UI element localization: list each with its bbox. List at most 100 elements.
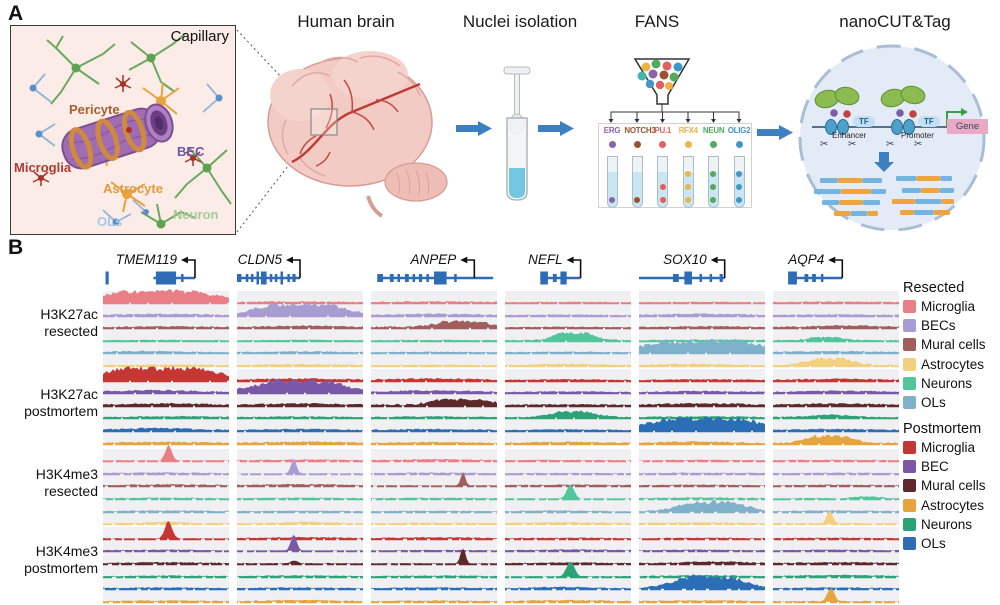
coverage-track	[103, 326, 229, 330]
coverage-track	[773, 549, 899, 553]
track-panel	[505, 291, 631, 368]
tube-label: NEUN	[702, 126, 725, 135]
coverage-track	[505, 459, 631, 463]
coverage-track	[505, 586, 631, 591]
coverage-track	[505, 351, 631, 355]
track-panel	[237, 291, 363, 368]
swatch-resected-neurons	[903, 376, 916, 390]
coverage-track	[237, 574, 363, 578]
coverage-track	[237, 363, 363, 368]
coverage-track	[371, 320, 497, 330]
tube-label: OLIG2	[727, 126, 751, 135]
coverage-track	[773, 377, 899, 382]
gene-model-tmem119: TMEM119	[105, 252, 196, 285]
track-panel	[103, 521, 229, 604]
brain-inset-square	[310, 108, 338, 136]
gene-box-label: Gene	[947, 119, 988, 134]
coverage-track	[773, 428, 899, 433]
flow-arrow-1	[456, 121, 492, 136]
coverage-track	[773, 537, 899, 541]
tube-body	[708, 156, 720, 208]
microglia-label: Microglia	[14, 160, 72, 175]
coverage-track	[371, 390, 497, 395]
track-panel	[237, 449, 363, 526]
coverage-track	[103, 389, 229, 395]
legend-item: Astrocytes	[903, 357, 1000, 372]
coverage-track	[237, 560, 363, 566]
coverage-track	[103, 587, 229, 591]
coverage-track	[371, 397, 497, 408]
tube-body	[631, 156, 643, 208]
neuron-cells	[46, 33, 232, 225]
coverage-track	[505, 301, 631, 305]
coverage-track	[103, 427, 229, 433]
fans-tube-neun: NEUN	[701, 124, 727, 208]
coverage-track	[639, 378, 765, 382]
track-panel	[103, 444, 229, 526]
fans-tube-erg: ERG	[599, 124, 625, 208]
ol-cells	[32, 73, 220, 223]
track-panel	[371, 449, 497, 526]
tube-label: RFX4	[678, 126, 699, 135]
tube-body	[682, 156, 694, 208]
gene-model-nefl: NEFL	[528, 252, 582, 285]
astrocyte-label: Astrocyte	[103, 181, 163, 196]
coverage-track	[371, 364, 497, 368]
coverage-track	[639, 574, 765, 591]
coverage-track	[773, 402, 899, 408]
tf-pill-promoter: TF	[918, 116, 940, 127]
coverage-track	[639, 459, 765, 463]
coverage-track	[103, 549, 229, 553]
track-panel	[639, 368, 765, 445]
panel-b-label: B	[8, 236, 24, 259]
legend-item: OLs	[903, 395, 1000, 410]
coverage-track	[371, 377, 497, 382]
coverage-track	[371, 599, 497, 604]
coverage-track	[773, 325, 899, 330]
pericyte-label: Pericyte	[69, 102, 120, 117]
swatch-postmortem-ols	[903, 536, 916, 550]
coverage-track	[103, 416, 229, 420]
coverage-track	[639, 440, 765, 445]
legend-item: Astrocytes	[903, 498, 1000, 513]
legend-item: Microglia	[903, 299, 1000, 314]
scissors-icons: ✂✂ ✂✂	[820, 139, 922, 150]
gene-model-anpep: ANPEP	[377, 252, 494, 285]
ols-label: OLs	[97, 214, 123, 229]
gene-name: ANPEP	[410, 252, 457, 267]
dotted-connector-bottom	[236, 134, 313, 233]
coverage-track	[773, 484, 899, 488]
coverage-track	[505, 331, 631, 343]
swatch-resected-astrocytes	[903, 357, 916, 371]
swatch-resected-ols	[903, 395, 916, 409]
coverage-track	[639, 522, 765, 526]
swatch-postmortem-astrocytes	[903, 498, 916, 512]
coverage-track	[639, 484, 765, 488]
coverage-track	[371, 416, 497, 420]
coverage-track	[505, 599, 631, 604]
coverage-track	[773, 472, 899, 476]
coverage-track	[103, 444, 229, 463]
coverage-track	[103, 509, 229, 513]
track-panel	[639, 526, 765, 604]
coverage-track	[639, 416, 765, 420]
tube-label: NOTCH3	[624, 126, 656, 135]
dna-fragments	[814, 176, 954, 216]
coverage-track	[371, 587, 497, 591]
svg-text:✂: ✂	[820, 139, 828, 150]
flow-arrow-2	[538, 121, 574, 136]
track-panel	[505, 449, 631, 526]
svg-text:✂: ✂	[848, 139, 856, 150]
coverage-track	[639, 390, 765, 395]
nucleus-dot	[684, 141, 692, 148]
coverage-track	[103, 441, 229, 445]
gene-model-cldn5: CLDN5	[237, 252, 301, 285]
down-arrow	[874, 152, 894, 172]
capillary-vessel	[61, 103, 174, 170]
coverage-track	[237, 416, 363, 420]
tn5-enzymes	[814, 85, 926, 109]
coverage-track	[371, 459, 497, 463]
coverage-track	[371, 472, 497, 476]
